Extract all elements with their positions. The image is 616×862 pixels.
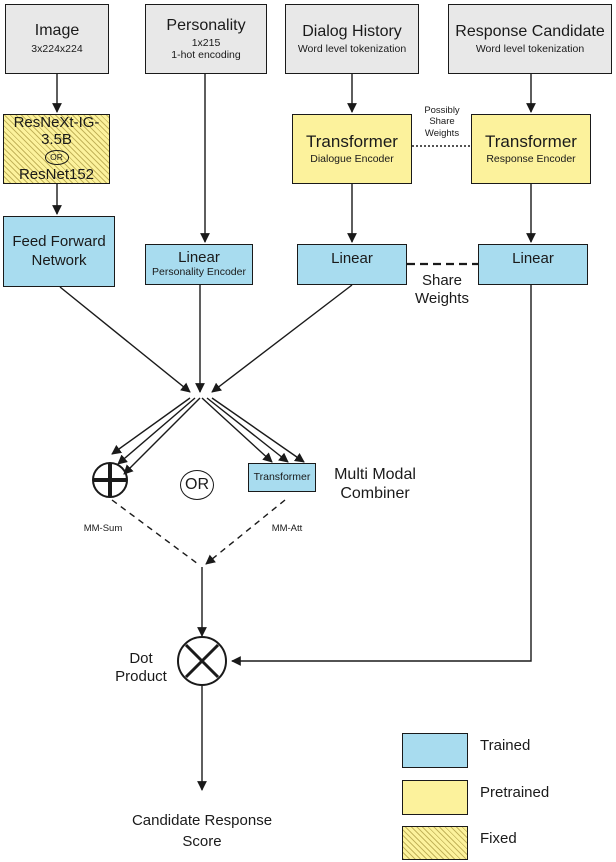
multi-modal-combiner-label: Multi Modal Combiner [328, 465, 422, 503]
legend-trained-swatch [402, 733, 468, 768]
share-weights-line-1: Share [421, 272, 463, 289]
image-encoder-resnet: ResNet152 [18, 165, 95, 183]
legend-pretrained-label: Pretrained [480, 784, 550, 801]
response-candidate-title: Response Candidate [455, 22, 605, 40]
share-weights-label: Share Weights [400, 272, 484, 308]
image-encoder-or: OR [44, 150, 69, 165]
legend-pretrained-swatch [402, 780, 468, 815]
dot-product-line-1: Dot [129, 650, 153, 667]
linear-personality-title: Linear [178, 248, 220, 266]
possibly-share-weights-label: Possibly Share Weights [412, 105, 472, 139]
mm-sum-merge [111, 499, 199, 565]
arrow-ffn-to-combiner [59, 286, 191, 393]
personality-input-encoding: 1-hot encoding [171, 48, 241, 61]
image-encoder-box: ResNeXt-IG-3.5B OR ResNet152 [3, 114, 110, 184]
mm-sum-label: MM-Sum [83, 523, 123, 534]
response-encoder-box: Transformer Response Encoder [471, 114, 591, 184]
possibly-share-weights-line-3: Weights [424, 127, 460, 139]
legend-fixed-label: Fixed [480, 830, 517, 847]
feed-forward-line-1: Feed Forward [12, 232, 106, 250]
linear-dialog-box: Linear [297, 244, 407, 285]
combiner-label-line-2: Combiner [340, 485, 410, 503]
candidate-response-score-label: Candidate Response Score [102, 810, 302, 852]
feed-forward-network-box: Feed Forward Network [3, 216, 115, 287]
legend-trained-label: Trained [480, 737, 531, 754]
mm-att-merge [205, 499, 286, 565]
personality-input-box: Personality 1x215 1-hot encoding [145, 4, 267, 74]
legend-fixed-swatch [402, 826, 468, 860]
possibly-share-weights-line-2: Share [429, 116, 455, 128]
combiner-label-line-1: Multi Modal [334, 466, 416, 483]
dialog-history-input-box: Dialog History Word level tokenization [285, 4, 419, 74]
arrow-dialog-to-combiner [211, 284, 353, 393]
linear-response-title: Linear [512, 250, 554, 268]
linear-dialog-title: Linear [331, 250, 373, 268]
mm-att-transformer-box: Transformer [248, 463, 316, 492]
dialog-history-title: Dialog History [302, 22, 402, 40]
linear-response-box: Linear [478, 244, 588, 285]
dot-product-line-2: Product [115, 668, 167, 685]
response-candidate-tokenization: Word level tokenization [475, 42, 585, 55]
possibly-share-weights-line-1: Possibly [424, 105, 460, 116]
dot-product-icon [177, 636, 227, 686]
linear-personality-sub: Personality Encoder [152, 266, 246, 279]
response-encoder-sub: Response Encoder [486, 152, 576, 165]
score-line-2: Score [182, 833, 222, 850]
response-candidate-input-box: Response Candidate Word level tokenizati… [448, 4, 612, 74]
mm-att-label: MM-Att [271, 523, 303, 534]
image-input-title: Image [34, 22, 80, 40]
combiner-or-badge: OR [180, 470, 214, 500]
share-weights-line-2: Weights [415, 290, 469, 307]
image-encoder-resnext: ResNeXt-IG-3.5B [13, 114, 100, 148]
feed-forward-line-2: Network [31, 252, 87, 269]
arrow-response-to-dot [231, 285, 532, 666]
linear-personality-encoder-box: Linear Personality Encoder [145, 244, 253, 285]
mm-att-transformer-label: Transformer [253, 470, 311, 483]
mm-sum-plus-icon [92, 462, 128, 498]
dialogue-encoder-box: Transformer Dialogue Encoder [292, 114, 412, 184]
dialog-history-tokenization: Word level tokenization [297, 42, 407, 55]
personality-input-dims: 1x215 [191, 37, 221, 50]
dot-product-label: Dot Product [108, 650, 174, 686]
image-input-box: Image 3x224x224 [5, 4, 109, 74]
response-encoder-title: Transformer [485, 131, 577, 151]
dialogue-encoder-title: Transformer [306, 131, 398, 151]
dialogue-encoder-sub: Dialogue Encoder [310, 152, 394, 165]
personality-input-title: Personality [166, 16, 246, 34]
image-input-dims: 3x224x224 [31, 43, 83, 56]
score-line-1: Candidate Response [131, 812, 273, 829]
